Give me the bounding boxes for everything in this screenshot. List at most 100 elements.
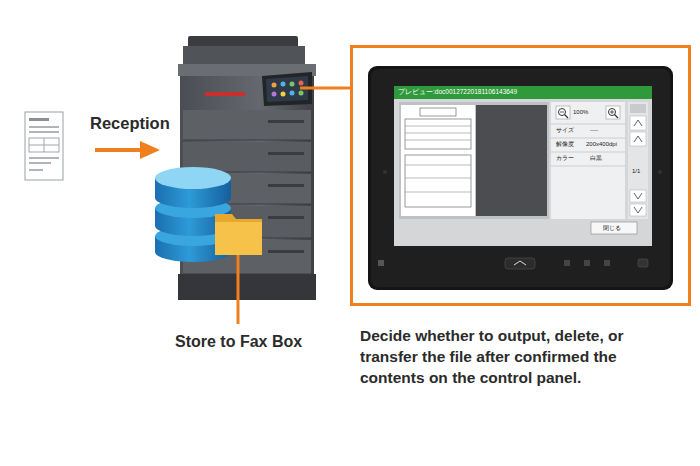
panel-tablet-part: [634, 120, 642, 126]
screen-title: プレビュー:doc00127220181106143649: [398, 88, 517, 95]
panel-tablet-part: [505, 258, 535, 269]
panel-tablet-part: [584, 260, 590, 266]
screen-value: 200x400dpi: [586, 141, 617, 148]
panel-tablet-part: [551, 102, 625, 219]
panel-tablet-part: [383, 170, 387, 174]
panel-tablet-part: [604, 260, 610, 266]
screen-field: 解像度: [556, 141, 574, 148]
panel-tablet-part: [551, 152, 625, 153]
screen-value: 白黒: [590, 155, 602, 162]
printer-illustration-part: [272, 92, 277, 97]
document-icon: [25, 112, 63, 180]
panel-tablet-part: [405, 119, 471, 149]
screen-value: ----: [590, 127, 598, 134]
panel-tablet-part: [630, 204, 646, 216]
panel-tablet-part: [401, 105, 475, 216]
panel-tablet-part: [630, 104, 646, 113]
printer-illustration-part: [268, 250, 304, 253]
document-icon-part: [25, 112, 63, 180]
folder-icon-part: [215, 222, 262, 255]
document-icon-part: [44, 138, 45, 152]
panel-tablet-part: [405, 192, 471, 193]
panel-tablet-part: [559, 109, 566, 116]
arrow-label: Reception: [90, 114, 170, 133]
screen-field: サイズ: [556, 127, 574, 134]
zoom-value: 100%: [573, 109, 588, 116]
panel-tablet-part: [405, 155, 471, 207]
panel-tablet-part: [591, 222, 637, 234]
panel-tablet-part: [405, 140, 471, 141]
printer-illustration-part: [268, 216, 304, 219]
panel-tablet-part: [551, 166, 625, 167]
panel-tablet: [368, 66, 673, 290]
reception-arrow-part: [95, 148, 142, 152]
panel-tablet-part: [630, 190, 646, 202]
panel-tablet-part: [551, 138, 625, 139]
panel-tablet-part: [405, 126, 471, 127]
close-button-text: 閉じる: [603, 225, 621, 232]
printer-illustration-part: [183, 46, 305, 66]
document-icon-part: [29, 126, 59, 128]
panel-tablet-part: [612, 110, 613, 114]
document-icon-part: [29, 138, 59, 152]
panel-tablet-part: [630, 116, 646, 130]
printer-illustration-part: [299, 81, 304, 86]
screen-field: カラー: [556, 155, 574, 162]
panel-tablet-part: [634, 136, 642, 142]
panel-tablet-part: [394, 86, 652, 246]
panel-tablet-part: [420, 108, 456, 116]
panel-tablet-part: [609, 109, 616, 116]
document-icon-part: [29, 169, 43, 171]
panel-tablet-part: [615, 115, 619, 119]
panel-tablet-part: [405, 165, 471, 166]
panel-tablet-part: [394, 86, 652, 99]
printer-illustration-part: [290, 82, 295, 87]
printer-illustration-part: [281, 82, 286, 87]
panel-tablet-part: [560, 112, 564, 113]
page-count: 1/1: [632, 168, 640, 175]
panel-tablet-part: [638, 259, 648, 267]
panel-tablet-part: [476, 105, 547, 216]
panel-tablet-part: [630, 132, 646, 146]
document-icon-part: [29, 118, 49, 121]
panel-tablet-part: [371, 69, 670, 287]
printer-illustration-part: [183, 140, 311, 141]
panel-tablet-part: [405, 133, 471, 134]
printer-illustration-part: [183, 110, 311, 140]
database-cylinder-part: [155, 167, 231, 189]
printer-illustration-part: [272, 83, 277, 88]
panel-tablet-part: [634, 193, 642, 199]
document-icon-part: [29, 131, 59, 133]
folder-icon: [215, 214, 262, 255]
printer-illustration-part: [178, 274, 316, 300]
leader-line: [237, 255, 240, 324]
panel-tablet-part: [658, 170, 662, 174]
document-icon-part: [29, 162, 51, 164]
panel-tablet-part: [514, 261, 526, 265]
panel-tablet-part: [628, 102, 648, 219]
caption-text: Decide whether to output, delete, or tra…: [360, 325, 680, 388]
panel-tablet-part: [634, 207, 642, 213]
reception-arrow: [95, 141, 160, 159]
panel-tablet-part: [564, 260, 570, 266]
printer-illustration-part: [205, 92, 245, 96]
printer-illustration-part: [268, 184, 304, 187]
reception-arrow-part: [140, 141, 160, 159]
printer-illustration-part: [290, 91, 295, 96]
printer-illustration-part: [281, 92, 286, 97]
panel-tablet-part: [606, 106, 620, 119]
panel-tablet-part: [565, 115, 569, 119]
callout-label: Store to Fax Box: [175, 333, 302, 351]
leader-line: [300, 87, 352, 90]
callout-frame: Decide whether to output, delete, or tra…: [350, 45, 691, 306]
printer-illustration-part: [299, 91, 304, 96]
panel-tablet-part: [399, 102, 549, 219]
printer-illustration-part: [268, 120, 304, 123]
panel-tablet-part: [551, 124, 625, 125]
folder-icon-part: [215, 214, 262, 255]
document-icon-part: [29, 157, 59, 159]
printer-illustration-part: [268, 152, 304, 155]
panel-tablet-part: [405, 178, 471, 179]
